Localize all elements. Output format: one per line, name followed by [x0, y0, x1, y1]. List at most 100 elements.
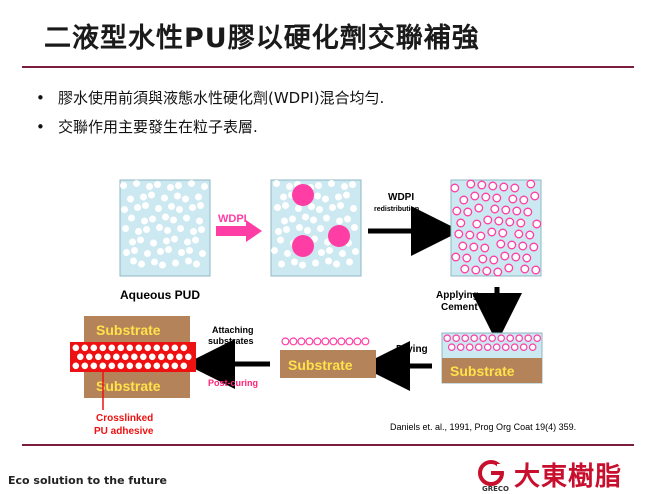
post-curing-label: Post-curing: [208, 378, 258, 388]
particle: [143, 343, 153, 353]
particle: [345, 337, 354, 346]
particle: [528, 343, 537, 352]
particle: [128, 214, 135, 222]
particle: [177, 225, 184, 232]
particle: [196, 217, 203, 225]
particle: [112, 352, 121, 362]
particle: [336, 217, 343, 225]
particle: [281, 217, 288, 225]
particle: [311, 235, 318, 243]
particle: [141, 217, 148, 225]
particle: [98, 343, 108, 353]
particle: [98, 361, 108, 371]
particle: [138, 260, 145, 268]
particle: [337, 202, 344, 209]
particle: [176, 206, 183, 213]
particle: [474, 203, 484, 213]
particle: [329, 337, 338, 346]
substrate-block: [442, 358, 542, 383]
particle: [107, 343, 117, 353]
bullet-symbol: •: [36, 89, 45, 107]
particle: [456, 218, 466, 228]
particle: [164, 227, 171, 234]
particle: [71, 361, 81, 371]
substrate-label: Substrate: [96, 378, 161, 394]
particle: [195, 193, 202, 201]
particle: [282, 202, 289, 209]
particle: [329, 204, 336, 211]
particle: [512, 206, 522, 216]
aqueous-pud-label: Aqueous PUD: [120, 288, 200, 302]
particle: [89, 361, 99, 371]
particle: [482, 266, 492, 276]
footer-divider: [22, 444, 634, 446]
particle: [504, 263, 514, 273]
particle: [487, 227, 497, 237]
particle: [447, 343, 456, 352]
redistribution-sub: redistribution: [374, 206, 419, 213]
particle: [198, 226, 205, 233]
particle: [470, 334, 479, 343]
particle: [323, 214, 330, 222]
particle: [469, 242, 479, 252]
particle: [483, 215, 493, 225]
slide-title: 二液型水性PU膠以硬化劑交聯補強: [44, 23, 480, 54]
wdpi-droplet: [328, 225, 350, 247]
wdpi-label: WDPI: [218, 213, 247, 225]
pu-adhesive-label: PU adhesive: [94, 426, 154, 437]
particle: [125, 361, 135, 371]
particle: [299, 261, 306, 269]
particle: [172, 259, 179, 267]
particle: [121, 206, 128, 213]
particle: [192, 236, 199, 244]
particle: [480, 243, 490, 253]
particle: [168, 203, 175, 210]
particle: [497, 334, 506, 343]
particle: [450, 183, 460, 193]
particle: [471, 265, 481, 275]
substrate-label: Substrate: [288, 357, 353, 373]
particle: [161, 194, 168, 202]
bullet-symbol: •: [36, 118, 45, 136]
particle: [144, 250, 151, 257]
particle: [175, 182, 182, 189]
particle: [514, 229, 524, 239]
particle: [121, 352, 130, 362]
particle: [199, 250, 206, 257]
particle: [159, 261, 166, 269]
bullet-text: 膠水使用前須與液態水性硬化劑(WDPI)混合均勻.: [58, 89, 385, 107]
particle: [170, 216, 177, 224]
particle: [120, 182, 127, 189]
cement-label: Cement: [441, 302, 478, 313]
particle: [462, 253, 472, 263]
particle: [489, 255, 499, 265]
particle: [490, 204, 500, 214]
particle: [131, 247, 138, 254]
citation: Daniels et. al., 1991, Prog Org Coat 19(…: [390, 422, 576, 432]
particle: [325, 257, 332, 265]
particle: [481, 192, 491, 202]
particle: [488, 181, 498, 191]
particle: [289, 337, 298, 346]
particle: [344, 215, 351, 223]
particle: [297, 337, 306, 346]
particle: [80, 361, 90, 371]
particle: [511, 252, 521, 262]
particle: [103, 352, 112, 362]
particle: [492, 193, 502, 203]
particle: [465, 343, 474, 352]
particle: [349, 181, 356, 188]
particle: [515, 334, 524, 343]
particle: [170, 361, 180, 371]
particle: [498, 228, 508, 238]
particle: [152, 343, 162, 353]
particle: [123, 249, 130, 256]
particle: [271, 247, 278, 254]
particle: [304, 227, 311, 234]
particle: [193, 260, 200, 268]
particle: [127, 195, 134, 203]
particle: [151, 258, 158, 266]
particle: [94, 352, 103, 362]
pud-particles: [120, 180, 208, 269]
wdpi-arrow: [216, 220, 262, 242]
